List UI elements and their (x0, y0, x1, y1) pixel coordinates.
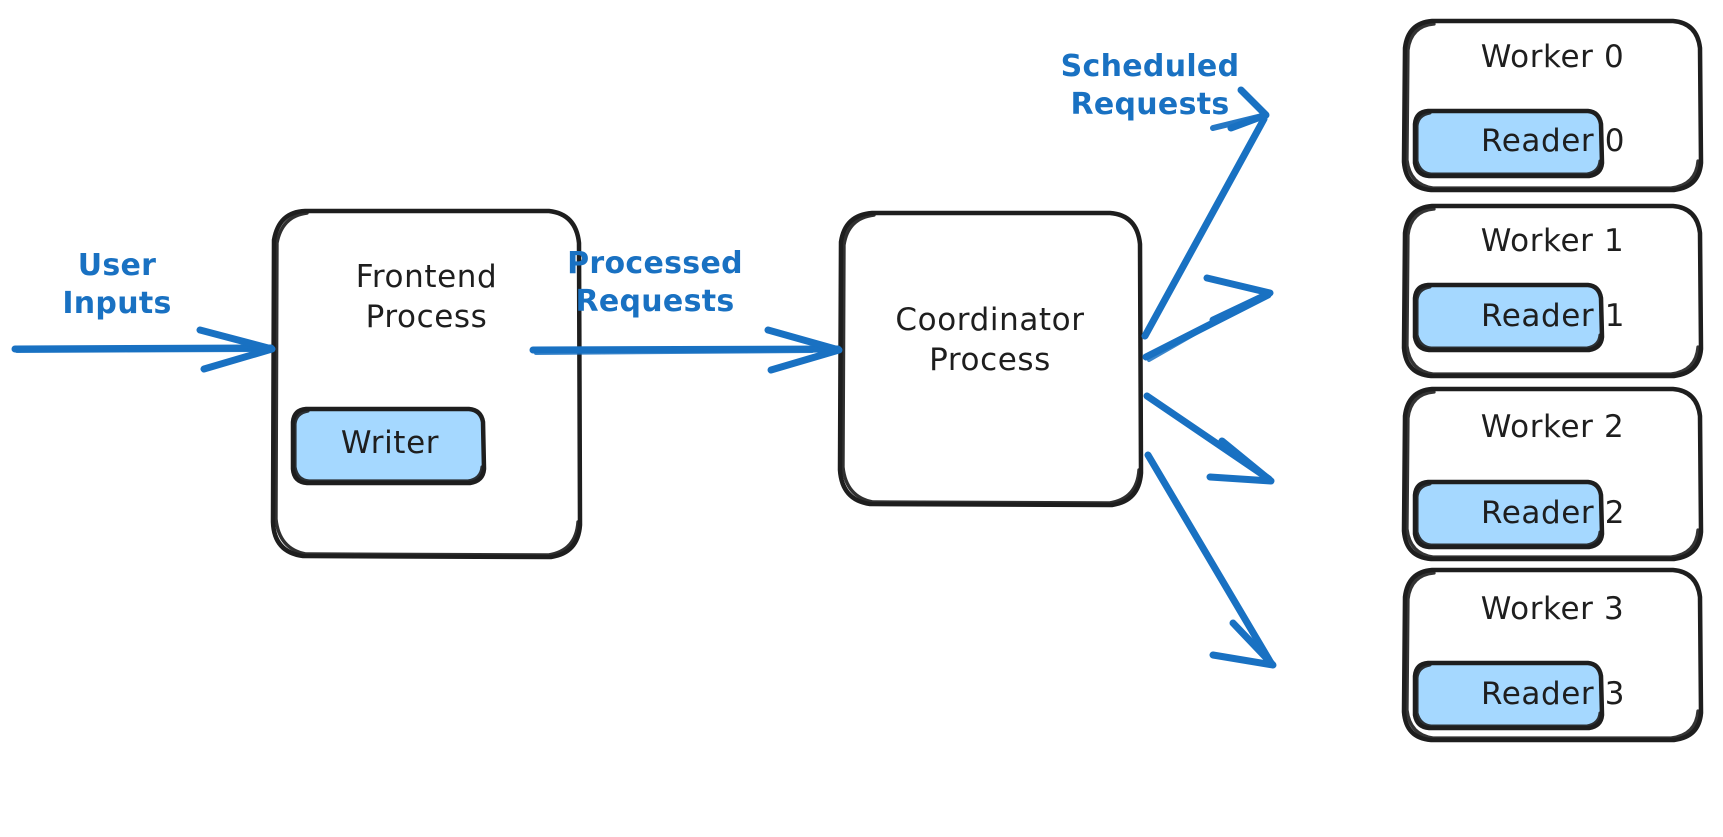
arrow-to-worker-2 (1143, 392, 1275, 485)
arrow-user-inputs (11, 326, 276, 373)
arrow-processed-requests (529, 326, 843, 374)
coordinator-process-box[interactable] (837, 210, 1144, 508)
arrow-to-worker-1 (1142, 274, 1274, 362)
reader-2-box[interactable] (1412, 479, 1605, 550)
reader-0-box[interactable] (1412, 108, 1605, 179)
arrow-to-worker-3 (1144, 451, 1277, 669)
reader-3-box[interactable] (1412, 660, 1605, 731)
scheduled-requests-leader-line (1210, 112, 1269, 131)
reader-1-box[interactable] (1412, 282, 1605, 353)
arrow-to-worker-0 (1141, 86, 1270, 340)
writer-box[interactable] (290, 406, 487, 486)
frontend-process-box[interactable] (270, 208, 583, 560)
